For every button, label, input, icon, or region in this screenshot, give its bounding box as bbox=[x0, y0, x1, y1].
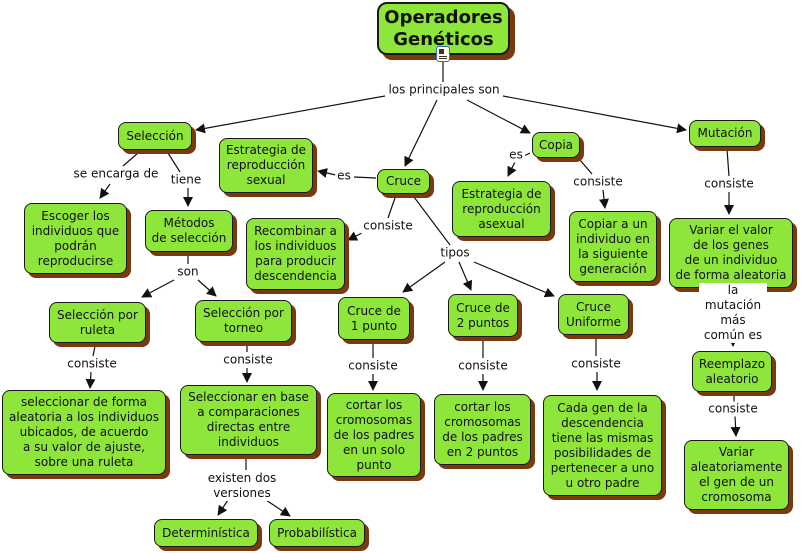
link-consiste-mutacion: consiste bbox=[702, 176, 756, 192]
node-seleccion[interactable]: Selección bbox=[118, 122, 192, 150]
edge-principales-copia bbox=[466, 99, 531, 134]
edge-cruce-tipos bbox=[413, 196, 451, 246]
edge-son-ruleta bbox=[141, 279, 175, 298]
link-consiste-uniforme: consiste bbox=[569, 356, 623, 372]
edge-tipos-c1 bbox=[402, 261, 446, 293]
edge-principales-seleccion bbox=[195, 95, 386, 134]
link-consiste-cruce1: consiste bbox=[346, 358, 400, 374]
link-consiste-cruce: consiste bbox=[361, 218, 415, 234]
node-reemplazo-aleatorio[interactable]: Reemplazo aleatorio bbox=[692, 351, 772, 392]
node-mutacion[interactable]: Mutación bbox=[689, 120, 761, 147]
node-variar-gen[interactable]: Variar aleatoriamente el gen de un cromo… bbox=[684, 440, 789, 510]
node-recombinar[interactable]: Recombinar a los individuos para produci… bbox=[246, 218, 345, 290]
edge-es-estrategia bbox=[317, 168, 337, 178]
edge-existen-det bbox=[217, 499, 229, 516]
link-consiste-torneo: consiste bbox=[221, 352, 275, 368]
link-consiste-copia: consiste bbox=[571, 174, 625, 190]
link-consiste-reemplazo: consiste bbox=[706, 401, 760, 417]
node-cruce-uniforme[interactable]: Cruce Uniforme bbox=[558, 294, 629, 335]
edge-son-torneo bbox=[197, 279, 217, 297]
edge-ruleta-consiste bbox=[92, 345, 96, 357]
link-son: son bbox=[175, 264, 201, 280]
node-ruleta-descripcion[interactable]: seleccionar de forma aleatoria a los ind… bbox=[2, 390, 166, 475]
edge-cruce-consiste bbox=[387, 194, 397, 219]
link-es-cruce: es bbox=[335, 168, 353, 184]
node-torneo-descripcion[interactable]: Seleccionar en base a comparaciones dire… bbox=[180, 385, 317, 455]
link-mutacion-mas-comun: la mutación más común es bbox=[699, 283, 767, 343]
edge-tipos-cu bbox=[473, 261, 555, 298]
edge-es-asexual bbox=[507, 161, 517, 177]
node-estrategia-asexual[interactable]: Estrategia de reproducción asexual bbox=[452, 181, 551, 237]
node-copiar-individuo[interactable]: Copiar a un individuo en la siguiente ge… bbox=[569, 211, 657, 282]
node-cruce1-descripcion[interactable]: cortar los cromosomas de los padres en u… bbox=[327, 393, 421, 477]
link-existen-dos-versiones: existen dos versiones bbox=[205, 471, 279, 501]
node-metodos-seleccion[interactable]: Métodos de selección bbox=[145, 210, 233, 252]
edge-consisteR-desc bbox=[85, 371, 96, 389]
link-consiste-ruleta: consiste bbox=[65, 356, 119, 372]
link-consiste-cruce2: consiste bbox=[456, 358, 510, 374]
edge-seencarga-escoger bbox=[99, 183, 111, 199]
link-es-copia: es bbox=[507, 147, 525, 163]
edge-copia-es bbox=[523, 152, 531, 157]
edge-consisteCo-copiar bbox=[599, 189, 609, 209]
node-escoger-individuos[interactable]: Escoger los individuos que podrán reprod… bbox=[24, 203, 127, 274]
node-deterministica[interactable]: Determinística bbox=[154, 519, 258, 547]
node-cruce[interactable]: Cruce bbox=[377, 169, 430, 194]
edge-mutacion-consiste bbox=[726, 148, 730, 177]
node-variar-valor[interactable]: Variar el valor de los genes de un indiv… bbox=[669, 218, 793, 288]
edge-principales-cruce bbox=[404, 99, 438, 167]
edge-existen-prob bbox=[265, 499, 291, 517]
edge-cruce-es bbox=[353, 176, 377, 179]
node-probabilistica[interactable]: Probabilística bbox=[269, 519, 365, 547]
link-tiene: tiene bbox=[168, 172, 204, 188]
edge-consisteRe-variargen bbox=[730, 415, 741, 437]
edge-copia-consiste bbox=[579, 159, 593, 175]
node-copia[interactable]: Copia bbox=[532, 132, 580, 158]
node-estrategia-sexual[interactable]: Estrategia de reproducción sexual bbox=[219, 138, 313, 193]
node-cruce2-descripcion[interactable]: cortar los cromosomas de los padres en 2… bbox=[434, 394, 531, 465]
node-seleccion-ruleta[interactable]: Selección por ruleta bbox=[49, 302, 146, 343]
node-cruce-1-punto[interactable]: Cruce de 1 punto bbox=[338, 297, 410, 340]
edge-seleccion-seencarga bbox=[122, 152, 139, 167]
link-los-principales-son: los principales son bbox=[386, 82, 502, 98]
document-icon[interactable] bbox=[436, 46, 450, 62]
node-seleccion-torneo[interactable]: Selección por torneo bbox=[195, 300, 292, 342]
node-cruce-2-puntos[interactable]: Cruce de 2 puntos bbox=[448, 294, 518, 337]
node-uniforme-descripcion[interactable]: Cada gen de la descendencia tiene las mi… bbox=[543, 395, 662, 496]
edge-tipos-c2 bbox=[458, 261, 473, 291]
link-tipos: tipos bbox=[438, 245, 472, 261]
link-se-encarga-de: se encarga de bbox=[71, 166, 161, 182]
edge-seleccion-tiene bbox=[167, 152, 181, 173]
edge-principales-mutacion bbox=[502, 95, 687, 134]
